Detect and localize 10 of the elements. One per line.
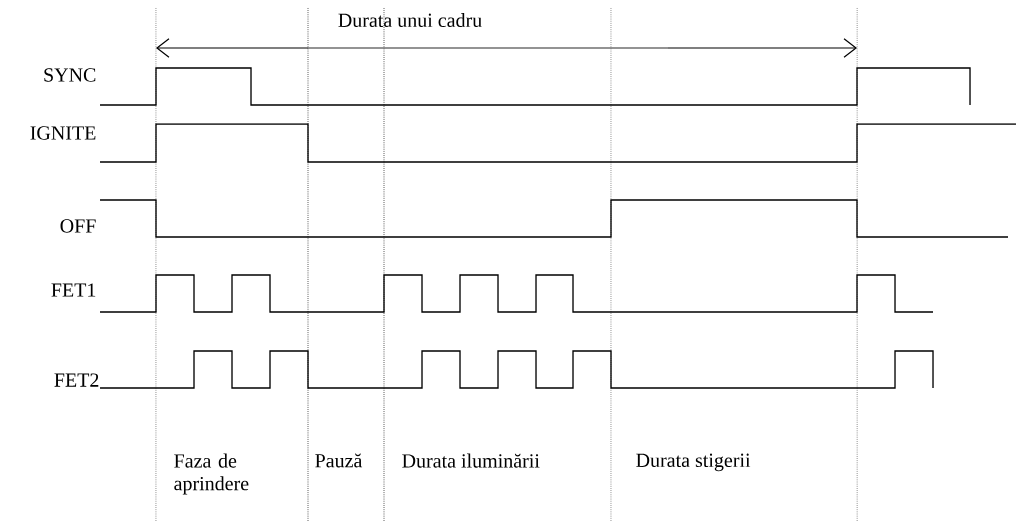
signal-label: IGNITE [30,126,96,140]
phase-label: Durata iluminării [402,453,540,468]
signal-label: OFF [60,219,96,233]
signal-label: FET1 [51,283,96,297]
phase-label: Pauză [315,453,363,468]
signal-label: SYNC [44,68,96,82]
dimension-label: Durata unui cadru [338,13,482,28]
phase-label: Faza de aprindere [174,453,249,495]
phase-label: Durata stigerii [636,453,751,472]
signal-label: FET2 [54,373,99,387]
